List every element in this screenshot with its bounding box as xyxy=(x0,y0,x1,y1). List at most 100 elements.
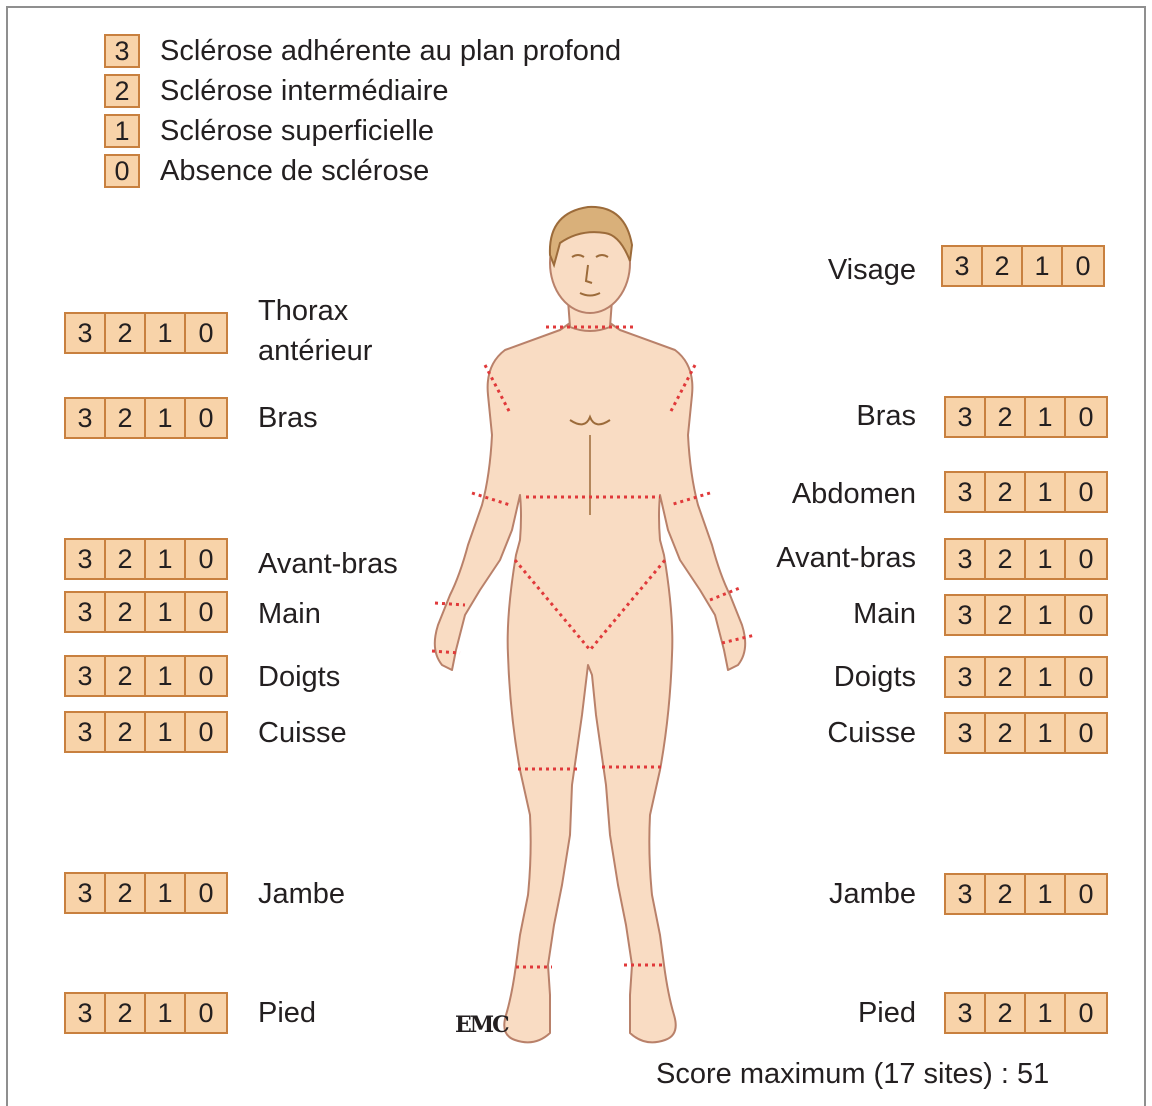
score-3-option[interactable]: 3 xyxy=(66,593,106,631)
score-3-option[interactable]: 3 xyxy=(946,714,986,752)
label-doigts-left: Doigts xyxy=(258,660,340,694)
legend-text: Sclérose adhérente au plan profond xyxy=(160,35,621,67)
label-pied-left: Pied xyxy=(258,996,316,1030)
score-0-option[interactable]: 0 xyxy=(186,657,226,695)
scorebox-bras-right: 3 2 1 0 xyxy=(944,396,1108,438)
scorebox-avant-bras-right: 3 2 1 0 xyxy=(944,538,1108,580)
score-2-option[interactable]: 2 xyxy=(986,994,1026,1032)
score-2-option[interactable]: 2 xyxy=(986,473,1026,511)
score-1-option[interactable]: 1 xyxy=(1026,994,1066,1032)
score-2-option[interactable]: 2 xyxy=(106,540,146,578)
score-0-option[interactable]: 0 xyxy=(1066,714,1106,752)
score-0-option[interactable]: 0 xyxy=(1063,247,1103,285)
label-abdomen: Abdomen xyxy=(792,477,916,511)
label-avant-bras-right: Avant-bras xyxy=(776,541,916,575)
score-1-option[interactable]: 1 xyxy=(146,314,186,352)
scorebox-pied-left: 3 2 1 0 xyxy=(64,992,228,1034)
score-0-option[interactable]: 0 xyxy=(1066,596,1106,634)
score-1-option[interactable]: 1 xyxy=(1023,247,1063,285)
score-1-option[interactable]: 1 xyxy=(1026,875,1066,913)
scorebox-main-right: 3 2 1 0 xyxy=(944,594,1108,636)
score-3-option[interactable]: 3 xyxy=(66,713,106,751)
emc-logo: EMC xyxy=(455,1012,508,1038)
score-2-option[interactable]: 2 xyxy=(986,540,1026,578)
score-2-option[interactable]: 2 xyxy=(986,875,1026,913)
scorebox-pied-right: 3 2 1 0 xyxy=(944,992,1108,1034)
score-3-option[interactable]: 3 xyxy=(66,399,106,437)
score-2-option[interactable]: 2 xyxy=(106,713,146,751)
score-0-option[interactable]: 0 xyxy=(1066,473,1106,511)
score-0-option[interactable]: 0 xyxy=(1066,994,1106,1032)
score-1-option[interactable]: 1 xyxy=(146,874,186,912)
score-3-option[interactable]: 3 xyxy=(943,247,983,285)
score-1-option[interactable]: 1 xyxy=(146,399,186,437)
total-score: Score maximum (17 sites) : 51 xyxy=(656,1058,1049,1091)
score-1-option[interactable]: 1 xyxy=(146,994,186,1032)
score-0-option[interactable]: 0 xyxy=(186,874,226,912)
score-2-option[interactable]: 2 xyxy=(106,593,146,631)
scorebox-abdomen: 3 2 1 0 xyxy=(944,471,1108,513)
scorebox-visage: 3 2 1 0 xyxy=(941,245,1105,287)
score-0-option[interactable]: 0 xyxy=(1066,540,1106,578)
score-0-option[interactable]: 0 xyxy=(186,540,226,578)
score-2-option[interactable]: 2 xyxy=(986,596,1026,634)
score-0-option[interactable]: 0 xyxy=(186,994,226,1032)
scorebox-main-left: 3 2 1 0 xyxy=(64,591,228,633)
score-3-option[interactable]: 3 xyxy=(66,314,106,352)
score-2-option[interactable]: 2 xyxy=(106,399,146,437)
scorebox-thorax-anterieur: 3 2 1 0 xyxy=(64,312,228,354)
score-3-option[interactable]: 3 xyxy=(946,875,986,913)
score-0-option[interactable]: 0 xyxy=(1066,658,1106,696)
legend-text: Absence de sclérose xyxy=(160,155,429,187)
score-3-option[interactable]: 3 xyxy=(66,874,106,912)
label-bras-left: Bras xyxy=(258,401,318,435)
score-1-option[interactable]: 1 xyxy=(1026,398,1066,436)
score-3-option[interactable]: 3 xyxy=(946,596,986,634)
score-1-option[interactable]: 1 xyxy=(146,657,186,695)
score-2-option[interactable]: 2 xyxy=(986,398,1026,436)
label-cuisse-left: Cuisse xyxy=(258,716,347,750)
scorebox-bras-left: 3 2 1 0 xyxy=(64,397,228,439)
score-2-option[interactable]: 2 xyxy=(106,874,146,912)
score-3-option[interactable]: 3 xyxy=(66,994,106,1032)
label-thorax-line1: Thorax xyxy=(258,294,348,328)
score-2-option[interactable]: 2 xyxy=(106,994,146,1032)
score-1-option[interactable]: 1 xyxy=(1026,473,1066,511)
score-0-option[interactable]: 0 xyxy=(186,593,226,631)
score-3-option[interactable]: 3 xyxy=(946,994,986,1032)
score-3-option[interactable]: 3 xyxy=(66,657,106,695)
label-jambe-right: Jambe xyxy=(829,877,916,911)
score-0-option[interactable]: 0 xyxy=(1066,398,1106,436)
score-3-option[interactable]: 3 xyxy=(946,540,986,578)
score-0-option[interactable]: 0 xyxy=(186,399,226,437)
scorebox-doigts-right: 3 2 1 0 xyxy=(944,656,1108,698)
body-outline xyxy=(435,323,745,1042)
score-2-option[interactable]: 2 xyxy=(986,714,1026,752)
score-2-option[interactable]: 2 xyxy=(106,314,146,352)
score-1-option[interactable]: 1 xyxy=(146,540,186,578)
score-1-option[interactable]: 1 xyxy=(1026,540,1066,578)
legend-text: Sclérose superficielle xyxy=(160,115,434,147)
scorebox-jambe-left: 3 2 1 0 xyxy=(64,872,228,914)
score-3-option[interactable]: 3 xyxy=(946,398,986,436)
score-3-option[interactable]: 3 xyxy=(946,473,986,511)
score-0-option[interactable]: 0 xyxy=(186,713,226,751)
score-2-option[interactable]: 2 xyxy=(986,658,1026,696)
score-1-option[interactable]: 1 xyxy=(1026,714,1066,752)
score-1-option[interactable]: 1 xyxy=(1026,596,1066,634)
score-3-option[interactable]: 3 xyxy=(66,540,106,578)
scorebox-cuisse-right: 3 2 1 0 xyxy=(944,712,1108,754)
score-0-option[interactable]: 0 xyxy=(1066,875,1106,913)
score-3-option[interactable]: 3 xyxy=(946,658,986,696)
legend-score: 0 xyxy=(104,154,140,188)
label-bras-right: Bras xyxy=(856,399,916,433)
label-jambe-left: Jambe xyxy=(258,877,345,911)
legend-score: 3 xyxy=(104,34,140,68)
score-2-option[interactable]: 2 xyxy=(983,247,1023,285)
score-2-option[interactable]: 2 xyxy=(106,657,146,695)
score-1-option[interactable]: 1 xyxy=(146,713,186,751)
label-doigts-right: Doigts xyxy=(834,660,916,694)
score-1-option[interactable]: 1 xyxy=(146,593,186,631)
score-0-option[interactable]: 0 xyxy=(186,314,226,352)
score-1-option[interactable]: 1 xyxy=(1026,658,1066,696)
